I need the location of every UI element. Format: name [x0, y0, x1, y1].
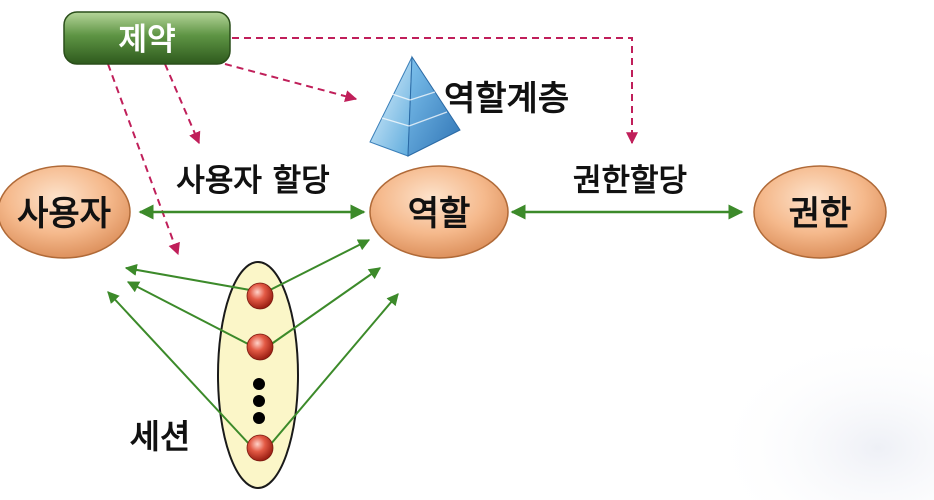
session2-to-user-arrow — [126, 281, 251, 346]
session-ellipsis — [253, 378, 265, 424]
constraint-node — [63, 11, 231, 65]
constraint-to-permission-arrow — [232, 37, 638, 145]
background-shade — [560, 240, 934, 500]
permission-label: 권한 — [789, 194, 852, 234]
constraint-label: 제약 — [118, 22, 175, 58]
role-node — [369, 165, 509, 259]
session1-to-role-arrow — [269, 239, 371, 291]
session-label: 세션 — [130, 417, 191, 456]
session3-to-role-arrow — [269, 293, 399, 446]
constraint-to-user-assignment-arrow — [164, 63, 201, 145]
constraint-to-role-hierarchy-arrow — [224, 63, 358, 103]
role-hierarchy-label: 역할계층 — [444, 79, 569, 119]
user-node — [0, 165, 131, 259]
role-hierarchy-pyramid-icon — [369, 55, 461, 157]
permission-assignment-label: 권한할당 — [573, 163, 687, 199]
session-dot — [246, 434, 274, 462]
user-label: 사용자 — [17, 194, 111, 234]
constraint-arrows — [107, 37, 638, 256]
session-dot — [246, 282, 274, 310]
session-arrows — [107, 239, 399, 446]
session-dot — [246, 333, 274, 361]
role-label: 역할 — [408, 194, 471, 234]
constraint-to-session-arrow — [107, 63, 180, 256]
user-assignment-label: 사용자 할당 — [176, 163, 329, 199]
session1-to-user-arrow — [124, 263, 251, 291]
session2-to-role-arrow — [269, 267, 381, 346]
session3-to-user-arrow — [107, 291, 251, 446]
permission-node — [753, 165, 887, 259]
